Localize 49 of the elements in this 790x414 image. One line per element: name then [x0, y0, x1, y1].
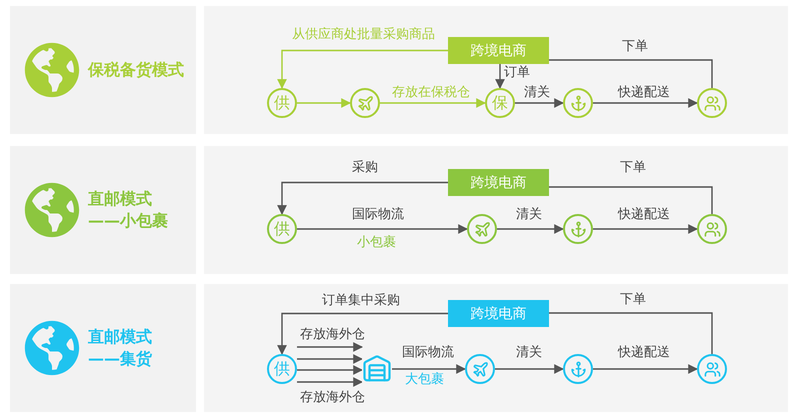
mode-panel — [10, 284, 196, 412]
edge-label: 快递配送 — [618, 85, 670, 101]
edge-label: 订单 — [504, 65, 530, 81]
parcel-label: 大包裹 — [405, 372, 444, 388]
arrow — [495, 364, 564, 374]
edge-label: 清关 — [516, 207, 542, 223]
arrow — [495, 64, 505, 89]
mode-panel — [10, 146, 196, 274]
edge-label: 从供应商处批量采购商品 — [292, 27, 435, 43]
arrow — [297, 377, 363, 387]
edge-label: 采购 — [352, 160, 378, 176]
parcel-label: 小包裹 — [357, 235, 396, 251]
arrow — [297, 354, 363, 364]
platform-box: 跨境电商 — [448, 37, 549, 64]
mode-title: ——小包裹 — [88, 210, 168, 232]
edge-label: 存放海外仓 — [300, 327, 365, 343]
arrow — [392, 364, 466, 374]
arrow — [277, 312, 448, 355]
arrow — [593, 364, 698, 374]
arrow — [515, 98, 564, 108]
edge-label: 清关 — [516, 345, 542, 361]
edge-label: 快递配送 — [618, 207, 670, 223]
arrow — [277, 50, 448, 89]
platform-box: 跨境电商 — [448, 169, 549, 196]
arrow — [593, 98, 698, 108]
arrow — [297, 342, 363, 352]
mode-title: 直邮模式 — [88, 326, 152, 348]
edge-label: 下单 — [620, 292, 646, 308]
edge-label: 国际物流 — [352, 207, 404, 223]
platform-box: 跨境电商 — [448, 300, 549, 327]
mode-title: 直邮模式 — [88, 188, 153, 210]
edge-label: 清关 — [524, 85, 550, 101]
edge-label: 国际物流 — [402, 345, 454, 361]
mode-panel — [10, 6, 196, 134]
edge-label: 订单集中采购 — [322, 293, 400, 309]
arrow — [497, 224, 564, 234]
edge-label: 快递配送 — [618, 345, 670, 361]
edge-label: 存放海外仓 — [300, 390, 365, 406]
arrow — [593, 224, 698, 234]
arrow — [277, 182, 448, 215]
mode-title: ——集货 — [88, 348, 152, 370]
arrow — [297, 224, 468, 234]
arrow — [297, 98, 351, 108]
edge-label: 下单 — [622, 39, 648, 55]
arrow — [380, 98, 486, 108]
edge-label: 存放在保税仓 — [392, 85, 470, 101]
arrow — [297, 365, 363, 375]
mode-title: 保税备货模式 — [88, 59, 184, 81]
edge-label: 下单 — [620, 160, 646, 176]
